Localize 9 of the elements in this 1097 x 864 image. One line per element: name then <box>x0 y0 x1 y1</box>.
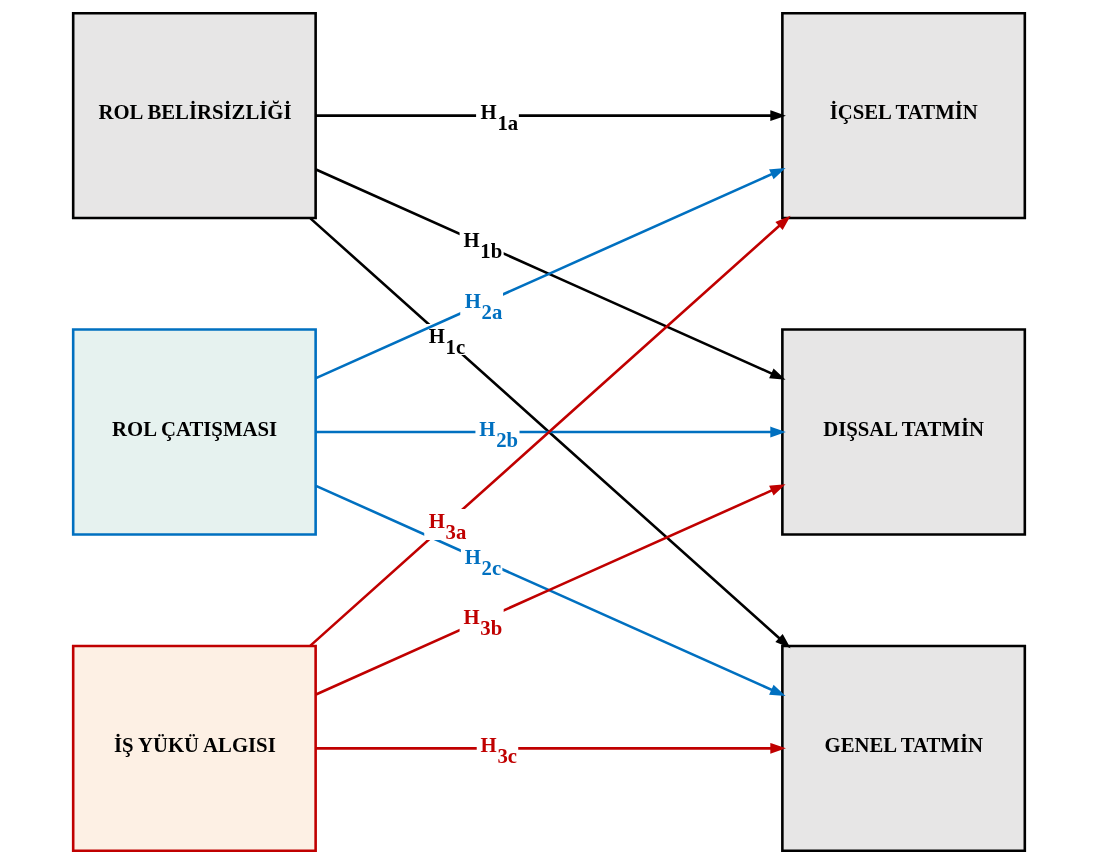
node-box: İÇSEL TATMİN <box>780 11 1026 220</box>
node-box: İŞ YÜKÜ ALGISI <box>71 644 317 853</box>
node-box: GENEL TATMİN <box>780 644 1026 853</box>
node-box: DIŞSAL TATMİN <box>780 328 1026 536</box>
node-box: ROL BELİRSİZLİĞİ <box>71 11 317 220</box>
arrow <box>315 426 786 438</box>
arrow <box>315 742 786 754</box>
node-box: ROL ÇATIŞMASI <box>71 328 317 536</box>
arrow <box>315 110 786 122</box>
